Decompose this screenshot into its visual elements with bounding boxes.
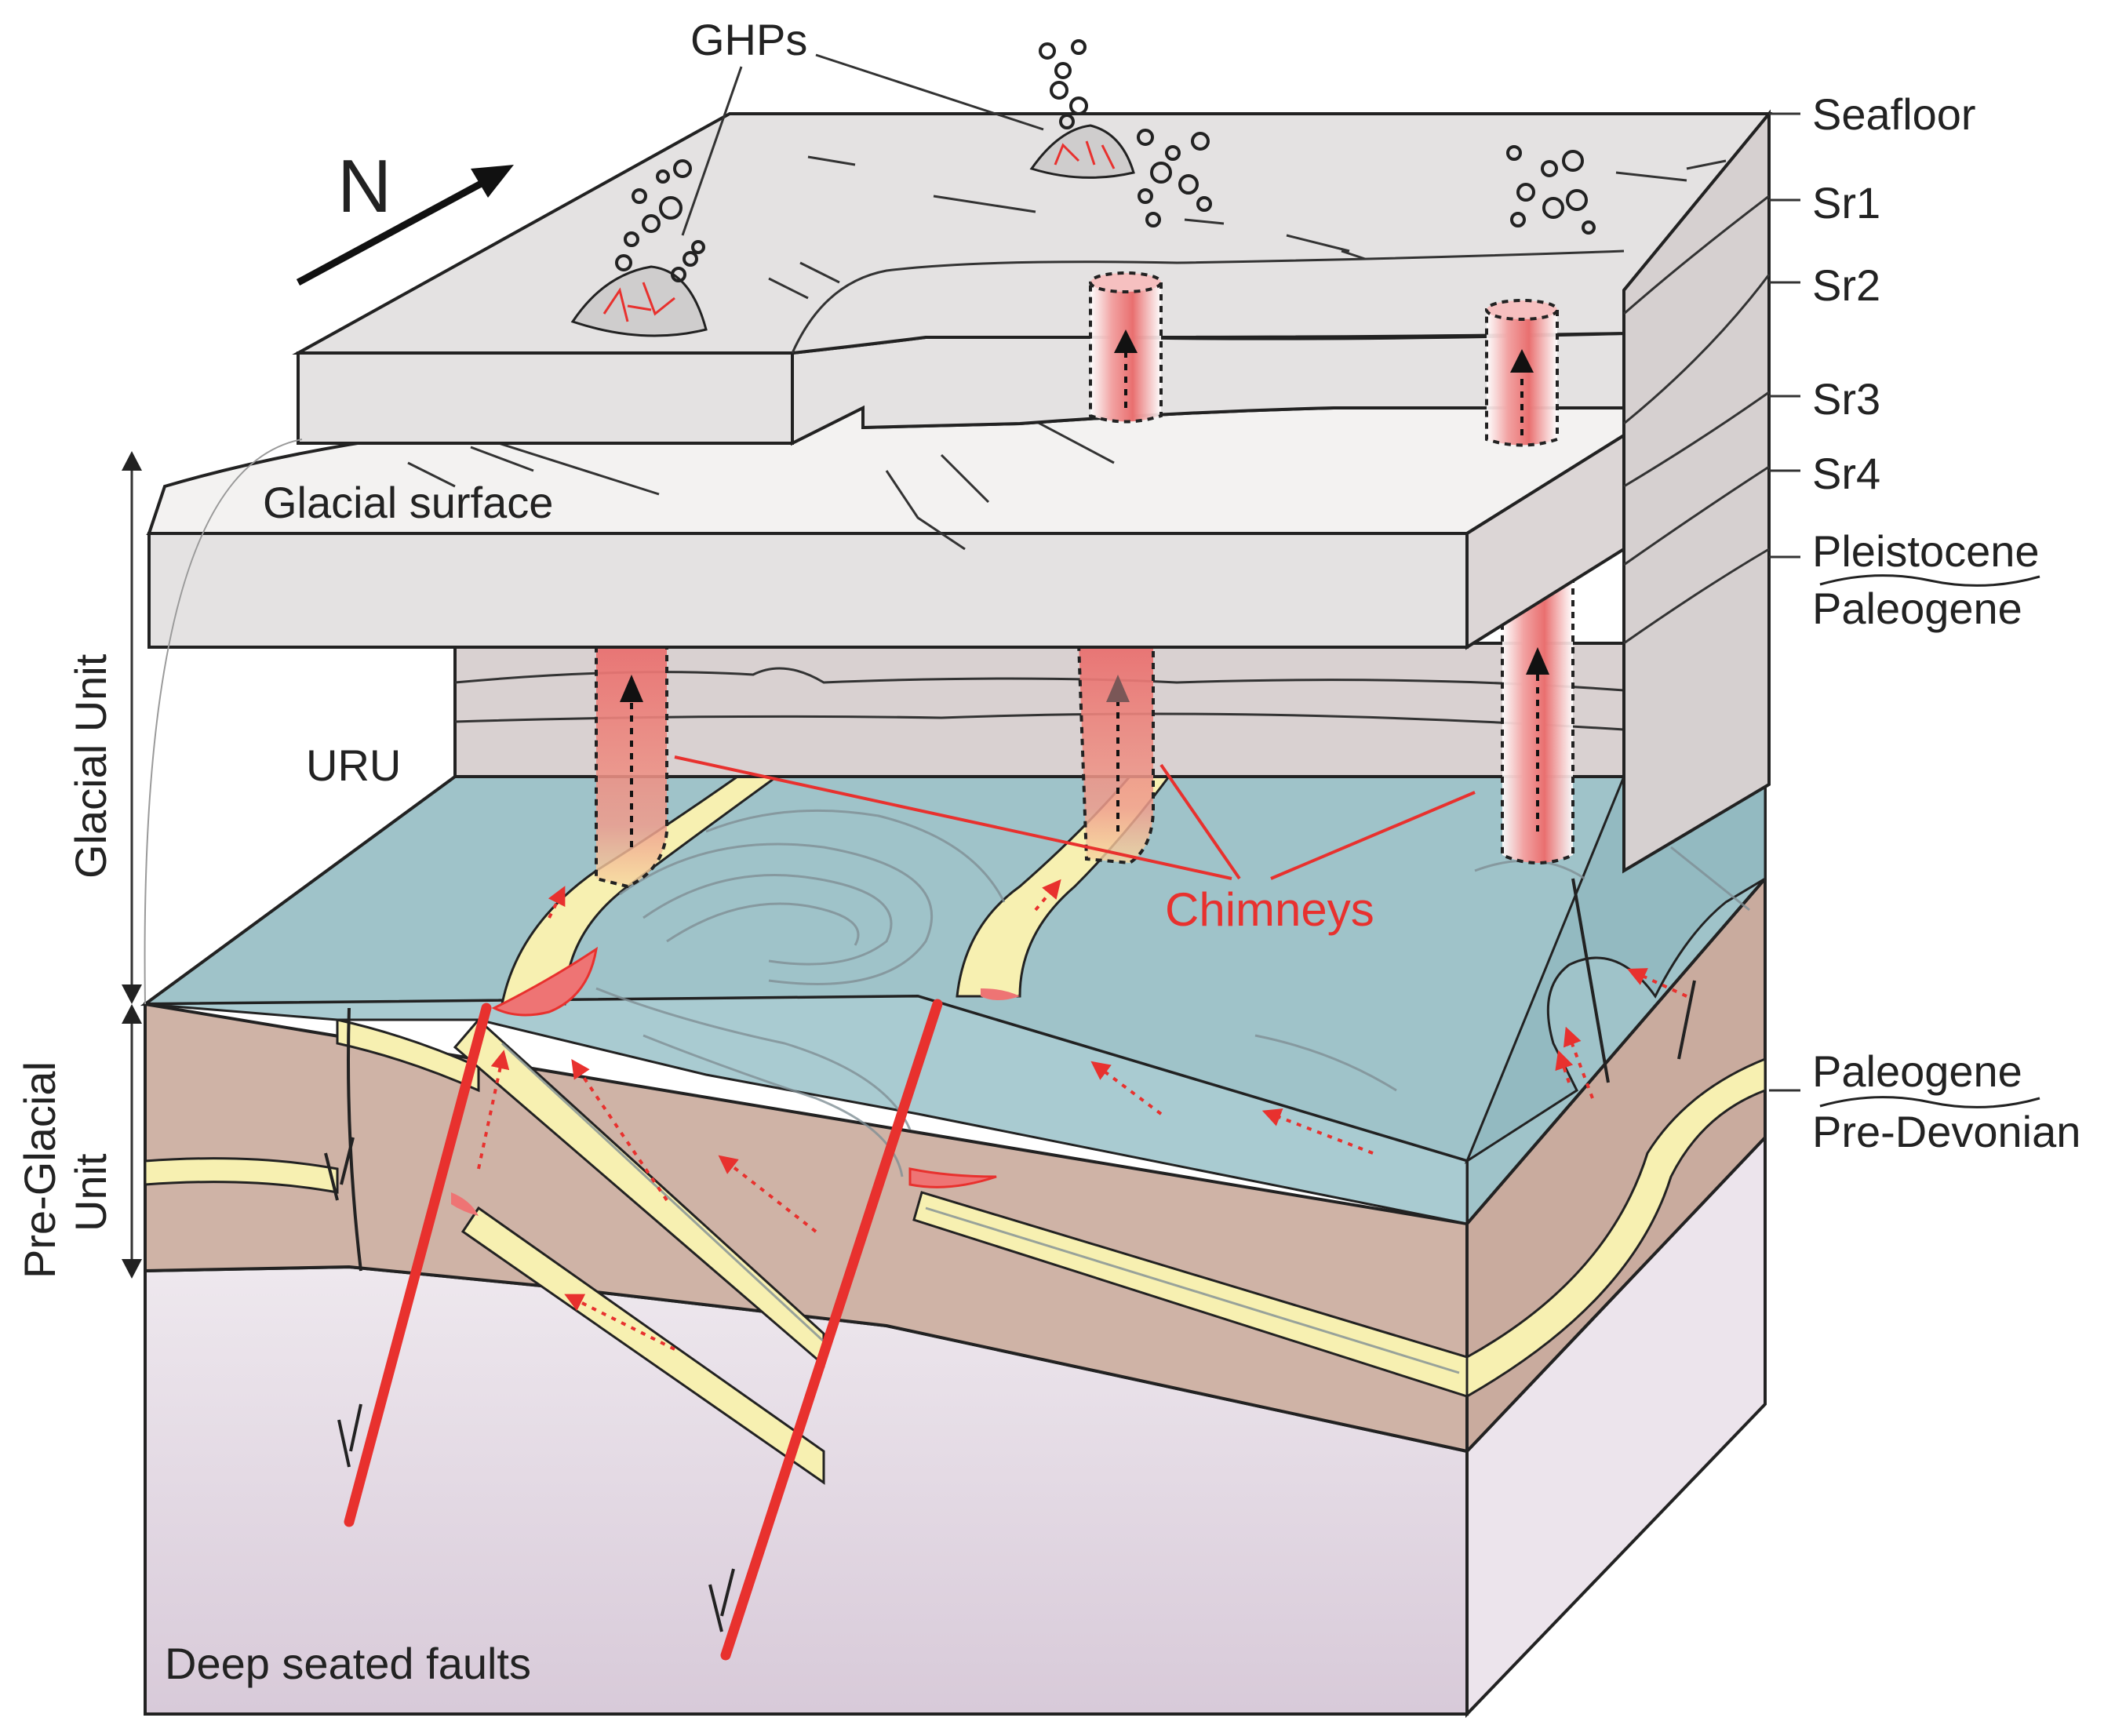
glacial-slab-front [147, 532, 1469, 649]
sr2-label: Sr2 [1812, 260, 1880, 310]
pre-glacial-label-line1: Pre-Glacial [15, 1061, 64, 1279]
uru-label: URU [306, 741, 401, 790]
chimneys-leader-middle [1159, 763, 1241, 880]
chimney-lower-middle [1076, 642, 1155, 865]
pleistocene-label: Pleistocene [1812, 526, 2040, 576]
fold-fault-1 [1571, 878, 1610, 1083]
fold-fault-2 [1677, 980, 1696, 1060]
side-horizon-pleistocene [1623, 548, 1770, 645]
ghps-leader-left [681, 66, 743, 236]
gas-accumulations [451, 946, 1020, 1216]
paleogene-lower-label: Paleogene [1812, 1046, 2022, 1096]
sand-layer-side [1465, 1057, 1767, 1399]
north-arrow-head [471, 165, 514, 198]
chimney-lower-right [1501, 540, 1574, 864]
sr4-label: Sr4 [1812, 449, 1880, 498]
ghps-label: GHPs [690, 15, 807, 64]
sand-layer-left-lower [144, 1157, 339, 1194]
normal-fault-left [347, 1007, 362, 1272]
north-arrow-shaft [296, 173, 497, 286]
bed-line-1 [501, 1042, 825, 1343]
chimneys-leader-right [1270, 791, 1476, 880]
glacial-unit-label: Glacial Unit [66, 653, 115, 879]
slab-guide-line [144, 439, 303, 1005]
sr3-label: Sr3 [1812, 374, 1880, 424]
deep-seated-faults-label: Deep seated faults [165, 1639, 531, 1688]
north-label: N [337, 144, 391, 228]
side-horizon-sr2 [1623, 274, 1771, 425]
fluid-flow-arrows [477, 879, 1687, 1351]
sr1-trace [791, 249, 1625, 354]
sand-layer-dipping-2 [460, 1206, 825, 1485]
chimney-upper-right [1485, 299, 1559, 447]
side-horizon-sr1 [1623, 195, 1770, 315]
gas-bubbles [615, 39, 1596, 282]
glacial-lineations-1 [407, 438, 660, 496]
paleogene-upper-label: Paleogene [1812, 584, 2022, 633]
side-horizon-sr4 [1623, 465, 1770, 566]
deep-fault-right [720, 999, 943, 1661]
seafloor-label: Seafloor [1812, 89, 1976, 139]
deep-fault-left [344, 1003, 492, 1527]
side-horizon-sr3 [1623, 391, 1770, 488]
seafloor-lineations [768, 155, 1727, 300]
ghp-right [1029, 124, 1135, 179]
contour-swirls [595, 809, 1750, 1177]
seafloor-slab-front [297, 351, 794, 445]
chimney-lower-left [595, 642, 668, 889]
bed-line-2 [925, 1206, 1460, 1374]
sand-layer-left-mid [336, 1018, 480, 1093]
glacial-surface-label: Glacial surface [263, 478, 553, 527]
seafloor-slab-side [1622, 109, 1771, 874]
chimneys-label: Chimneys [1165, 883, 1374, 936]
pre-glacial-label-line2: Unit [66, 1153, 115, 1232]
pre-devonian-label: Pre-Devonian [1812, 1107, 2080, 1156]
fault-offset-arrows [324, 1137, 735, 1632]
paleogene-side [1464, 775, 1767, 1164]
chimneys-leader-left [674, 755, 1232, 880]
sr1-label: Sr1 [1812, 178, 1880, 227]
ghp-left [570, 265, 708, 337]
chimney-upper-middle [1089, 271, 1163, 424]
paleogene-front [144, 995, 1469, 1225]
right-horizon-ticks [1769, 112, 2040, 1108]
ghps-leader-right [815, 53, 1044, 131]
